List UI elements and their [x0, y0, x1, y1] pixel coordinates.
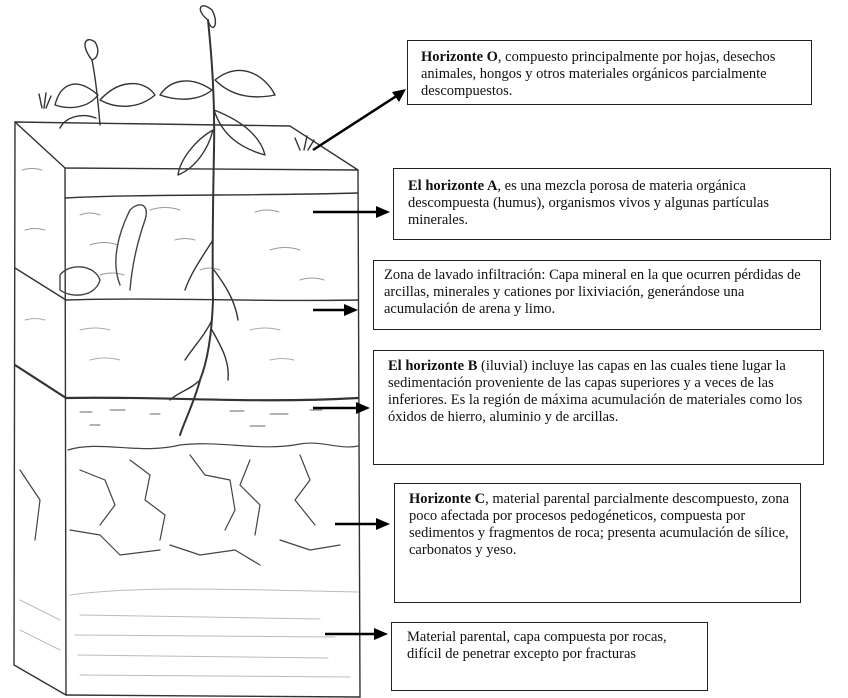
soil-block-right-edge	[358, 170, 360, 697]
parent-material-text: Material parental, capa compuesta por ro…	[407, 629, 667, 662]
arrow-horizon-o-head	[392, 89, 406, 102]
plant-leaf	[160, 81, 212, 99]
horizon-o-label-box: Horizonte O, compuesto principalmente po…	[407, 40, 812, 105]
soil-block-top	[15, 122, 358, 170]
arrow-horizon-o	[313, 95, 398, 150]
horizon-a-top-line	[65, 193, 358, 198]
horizon-a-title: El horizonte A	[408, 178, 497, 194]
horizon-c-label-box: Horizonte C, material parental parcialme…	[394, 483, 801, 603]
soil-block-front-left-edge	[65, 168, 66, 695]
arrow-horizon-c-head	[376, 518, 390, 530]
horizon-b-label-box: El horizonte B (iluvial) incluye las cap…	[373, 350, 824, 465]
horizon-b-top-line	[66, 398, 358, 401]
horizon-b-title: El horizonte B	[388, 358, 477, 374]
horizon-b-top-line-side	[15, 365, 66, 398]
soil-block-left-edge	[14, 122, 66, 695]
soil-block-bottom	[66, 695, 360, 697]
horizon-o-title: Horizonte O	[421, 49, 498, 65]
leaching-zone-label-box: Zona de lavado infiltración: Capa minera…	[373, 260, 821, 330]
arrow-horizon-a-head	[376, 206, 390, 218]
arrow-horizon-r-head	[374, 628, 388, 640]
arrow-horizon-b-head	[356, 402, 370, 414]
plant-leaf	[215, 71, 275, 97]
horizon-a-label-box: El horizonte A, es una mezcla porosa de …	[393, 168, 831, 240]
plant-leaf	[214, 110, 265, 155]
horizon-e-top-line-side	[15, 268, 66, 300]
horizon-c-title: Horizonte C	[409, 491, 485, 507]
arrow-horizon-e-head	[344, 304, 358, 316]
parent-material-label-box: Material parental, capa compuesta por ro…	[391, 622, 708, 691]
leaching-zone-text: Zona de lavado infiltración: Capa minera…	[384, 267, 801, 317]
